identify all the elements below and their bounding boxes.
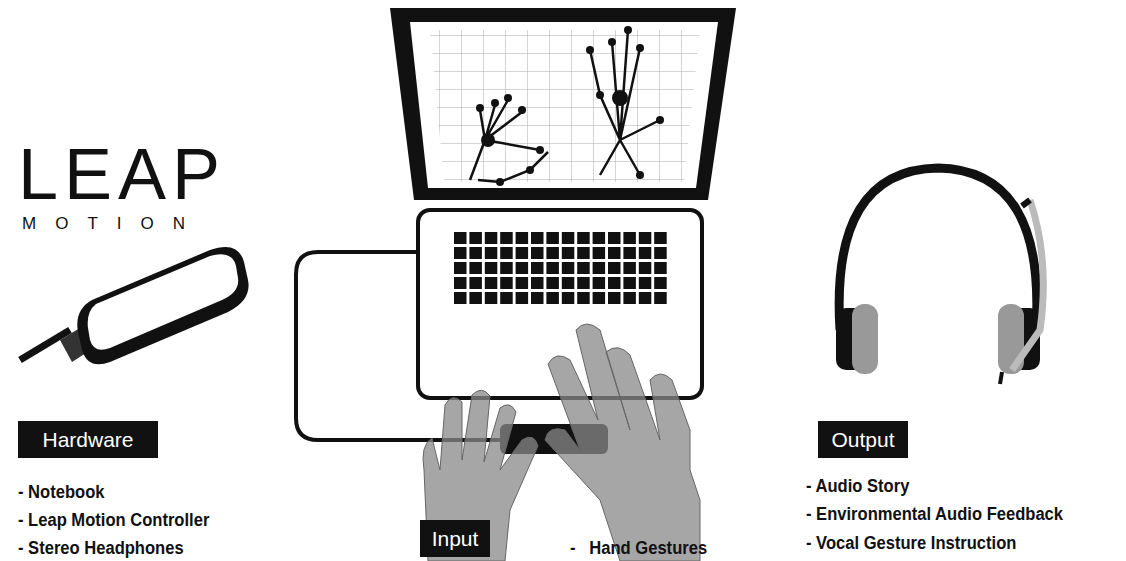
list-item: - Environmental Audio Feedback (806, 504, 1063, 525)
laptop-screen (390, 8, 736, 200)
list-item: - Notebook (18, 482, 104, 503)
list-item: - Audio Story (806, 476, 909, 497)
list-item: - Hand Gestures (570, 538, 707, 559)
hand-skeletons (470, 30, 660, 182)
leap-device (20, 247, 249, 364)
box-title: Output (831, 428, 894, 452)
keyboard (454, 232, 667, 304)
list-item: - Vocal Gesture Instruction (806, 533, 1016, 554)
label-box: Input (420, 520, 490, 557)
label-box: Hardware (18, 421, 158, 458)
list-item: - Stereo Headphones (18, 538, 184, 559)
list-item: - Leap Motion Controller (18, 510, 209, 531)
box-title: Input (432, 527, 479, 551)
logo-word: LEAP (18, 138, 226, 210)
label-box: Output (818, 421, 908, 458)
logo-subword: MOTION (22, 214, 204, 234)
box-title: Hardware (42, 428, 133, 452)
headphones (836, 168, 1043, 384)
